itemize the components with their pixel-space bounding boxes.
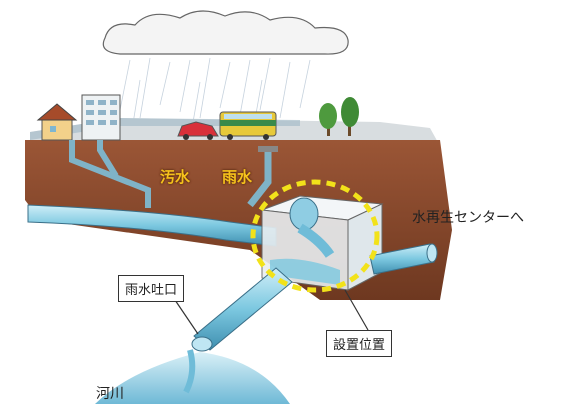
outfall-pipe	[193, 267, 293, 351]
overflow-chamber	[261, 195, 384, 291]
bus-icon	[219, 111, 277, 140]
tree-icon	[319, 97, 359, 136]
house-icon	[36, 103, 78, 141]
label-rainwater: 雨水	[222, 168, 253, 186]
cloud-icon	[102, 10, 349, 55]
label-to-water-reclamation-center: 水再生センターへ	[412, 210, 524, 226]
outlet-leader-line	[174, 299, 199, 335]
highlight-ring	[250, 179, 380, 293]
label-river: 河川	[96, 386, 124, 402]
label-wastewater: 汚水	[160, 168, 191, 186]
car-icon	[177, 121, 219, 140]
install-leader-line	[344, 289, 369, 331]
building-icon	[81, 94, 121, 141]
label-install-position: 設置位置	[326, 330, 393, 357]
label-rainwater-outlet: 雨水吐口	[118, 275, 185, 302]
treatment-pipe	[369, 243, 435, 275]
